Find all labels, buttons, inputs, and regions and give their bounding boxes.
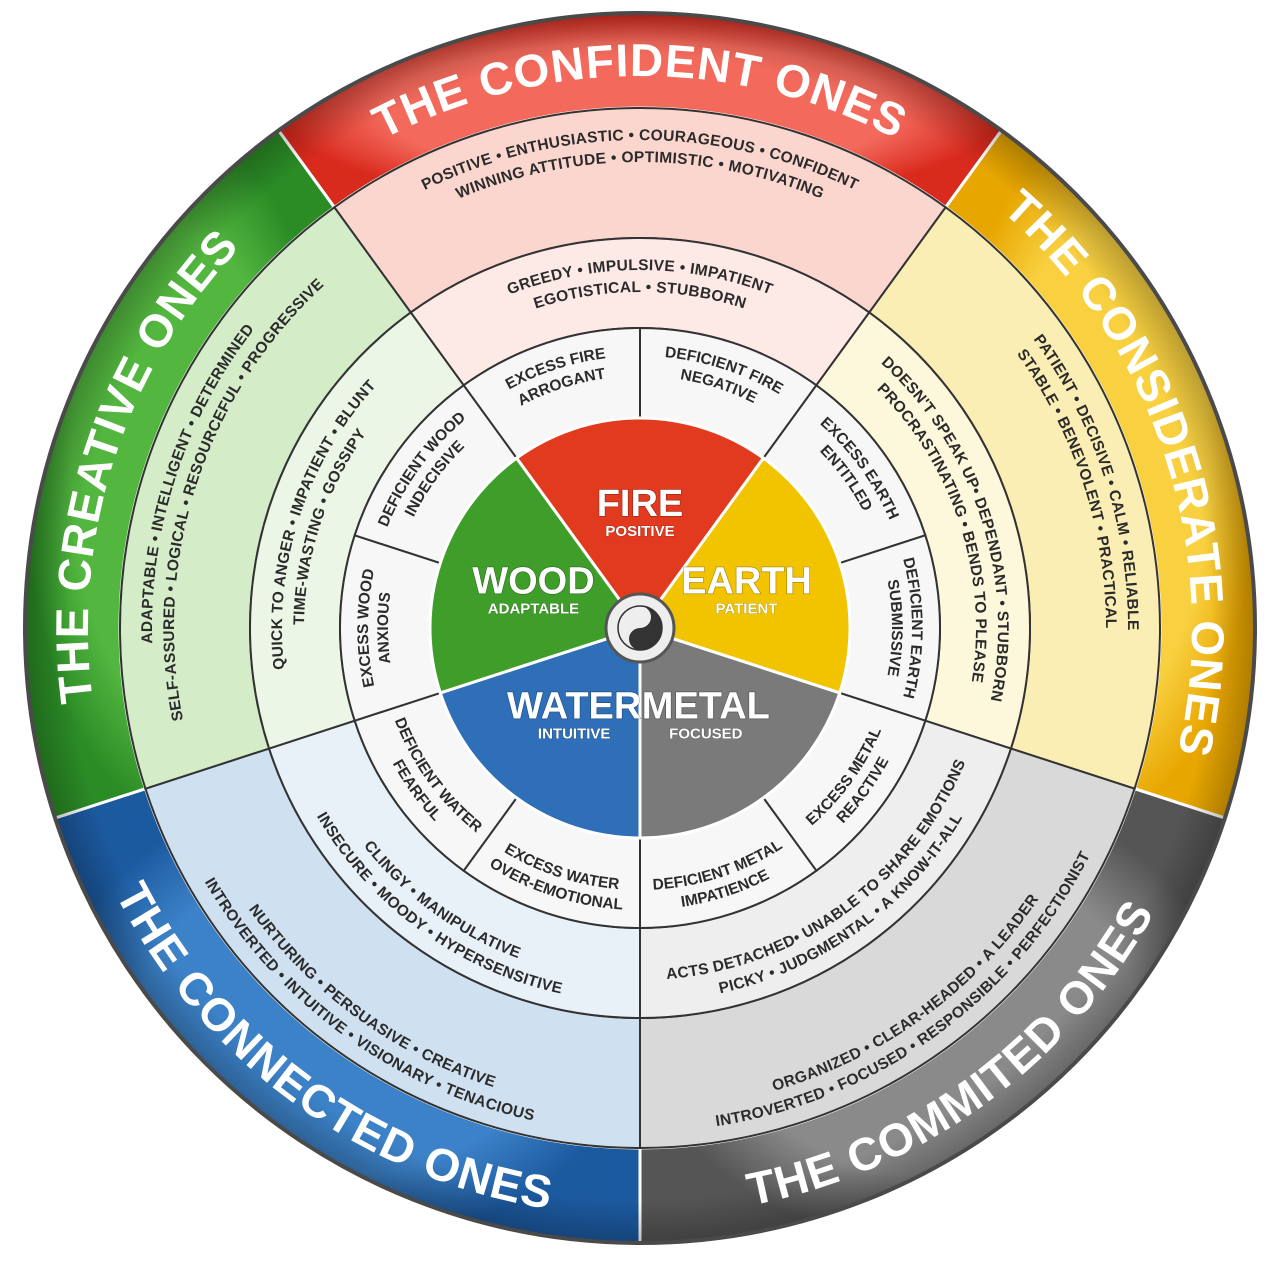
wood-excess-label: ANXIOUS — [375, 591, 394, 665]
imbalance-ring — [339, 326, 941, 930]
yin-yang-ring — [617, 605, 663, 651]
water-quality: INTUITIVE — [538, 726, 611, 743]
rim-outline — [23, 11, 1257, 1245]
water-name: WATER — [507, 686, 641, 728]
metal-wedge — [638, 625, 842, 840]
metal-name: METAL — [642, 686, 770, 728]
earth-wedge — [637, 456, 852, 695]
fire-name: FIRE — [597, 483, 684, 525]
wood-excess-label: EXCESS WOOD — [355, 567, 378, 688]
earth-name: EARTH — [681, 560, 812, 602]
metal-quality: FOCUSED — [669, 726, 743, 743]
wood-name: WOOD — [472, 560, 594, 602]
yin-yang-dark — [629, 606, 662, 650]
fire-wedge — [514, 416, 766, 631]
wood-quality: ADAPTABLE — [488, 600, 579, 617]
water-wedge — [438, 625, 642, 840]
fire-quality: POSITIVE — [605, 523, 674, 540]
wood-wedge — [428, 456, 643, 695]
earth-quality: PATIENT — [716, 600, 778, 617]
earth-deficient-label: SUBMISSIVE — [884, 578, 905, 678]
element-core — [428, 416, 852, 840]
